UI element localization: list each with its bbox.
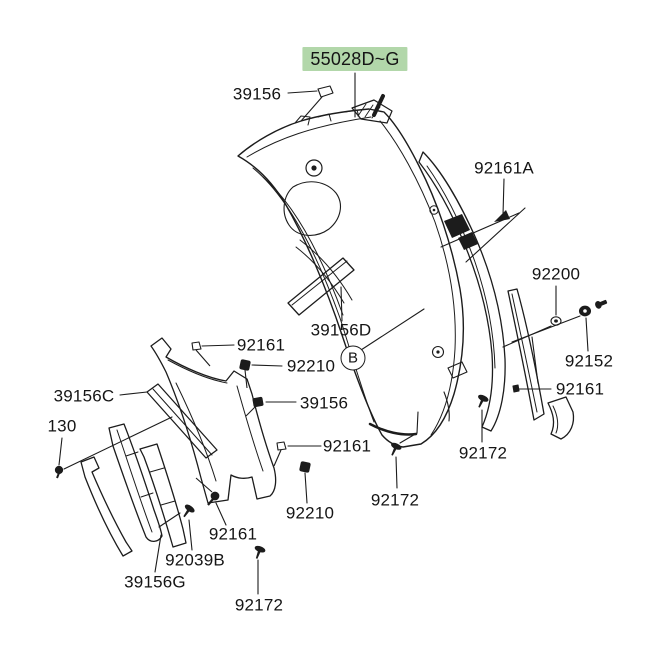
part-label-130[interactable]: 130 — [47, 416, 77, 436]
part-label-39156-mid[interactable]: 39156 — [299, 393, 349, 413]
part-label-92200[interactable]: 92200 — [531, 264, 581, 284]
upper-cowling-drawing — [237, 94, 465, 448]
strip-left-drawing — [80, 456, 133, 557]
part-label-92039b[interactable]: 92039B — [165, 550, 225, 570]
part-label-55028dg-selected[interactable]: 55028D~G — [302, 47, 408, 71]
pad-39156d-drawing — [287, 257, 355, 316]
grommet-icon-92210-upper — [239, 359, 251, 389]
clip-icon-92161-mid — [273, 441, 287, 467]
grommet-icon-92210-lower — [299, 461, 311, 473]
part-label-92172-right[interactable]: 92172 — [458, 443, 508, 463]
part-label-92210-lower[interactable]: 92210 — [285, 503, 335, 523]
screw-icon-92039b — [183, 504, 195, 518]
part-label-92210-upper[interactable]: 92210 — [286, 356, 336, 376]
nut-icon-92152 — [578, 299, 608, 317]
part-label-39156d[interactable]: 39156D — [310, 320, 372, 340]
trim-strips-drawing — [80, 257, 355, 557]
rivet-icon-130 — [54, 465, 64, 479]
lower-cowling-drawing — [150, 337, 277, 504]
strip-right-drawing — [139, 443, 187, 548]
clip-icon-39156-top — [317, 85, 334, 98]
part-label-92172-bottom[interactable]: 92172 — [234, 595, 284, 615]
screw-icon-92172-mid — [391, 442, 402, 456]
fastener-icons — [54, 85, 608, 559]
pin-icon-92161-right — [512, 384, 520, 393]
clip-icon-39156-mid — [245, 396, 264, 417]
part-label-92152[interactable]: 92152 — [564, 351, 614, 371]
inner-cover-drawing — [418, 151, 506, 432]
part-label-39156-top[interactable]: 39156 — [232, 84, 282, 104]
clip-icon-92161-midleft — [191, 341, 211, 367]
side-stay-drawing — [507, 288, 575, 440]
screw-icon-92161-bottom — [195, 477, 220, 506]
reference-balloon-b[interactable]: B — [340, 345, 366, 371]
screw-icon-92172-right — [478, 394, 489, 408]
screw-icon-92172-bottom — [254, 545, 266, 559]
washer-icon-92200 — [550, 316, 562, 326]
part-label-39156c[interactable]: 39156C — [53, 386, 115, 406]
part-label-92161-bottom[interactable]: 92161 — [208, 524, 258, 544]
strip-39156g-drawing — [108, 423, 163, 543]
part-label-92161a[interactable]: 92161A — [474, 158, 534, 178]
part-label-92161-right[interactable]: 92161 — [555, 379, 605, 399]
part-label-92161-midleft[interactable]: 92161 — [236, 335, 286, 355]
part-label-39156g[interactable]: 39156G — [124, 572, 186, 592]
part-label-92172-mid[interactable]: 92172 — [370, 490, 420, 510]
part-label-92161-mid[interactable]: 92161 — [322, 436, 372, 456]
leader-lines — [58, 72, 589, 595]
strip-39156c-drawing — [146, 383, 218, 459]
